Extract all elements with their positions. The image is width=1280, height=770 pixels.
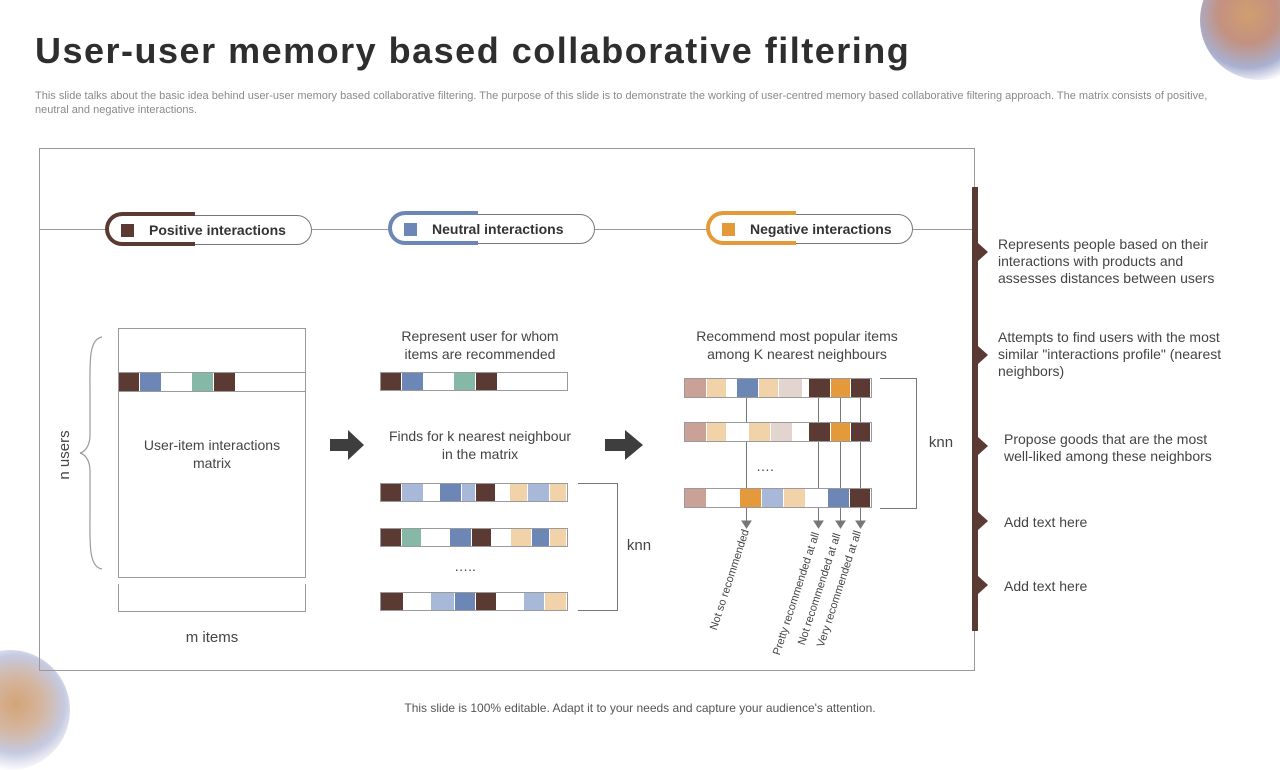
represent-user-text: Represent user for whom items are recomm… xyxy=(401,328,559,362)
finds-neighbour-text: Finds for k nearest neighbour in the mat… xyxy=(388,428,572,462)
side-timeline-bar xyxy=(972,187,978,631)
items-bracket xyxy=(118,584,306,612)
pointer-icon xyxy=(978,512,988,530)
arrow-right-icon xyxy=(605,430,643,460)
legend-positive: Positive interactions xyxy=(105,212,312,246)
knn-bracket xyxy=(578,483,618,611)
neighbour-row xyxy=(380,592,568,611)
knn-label: knn xyxy=(626,537,652,554)
pointer-icon xyxy=(978,437,988,455)
negative-swatch xyxy=(722,222,735,236)
knn-bracket xyxy=(880,378,917,509)
side-point-5: Add text here xyxy=(1004,578,1088,594)
side-point-1: Represents people based on their interac… xyxy=(998,236,1215,286)
users-brace xyxy=(79,336,103,570)
m-items-label: m items xyxy=(185,629,239,646)
side-point-3: Propose goods that are the most well-lik… xyxy=(1004,431,1212,464)
recommend-row xyxy=(684,488,872,508)
side-point-2: Attempts to find users with the most sim… xyxy=(998,329,1222,379)
recommend-ellipsis: …. xyxy=(756,458,774,474)
decorative-blob-top-right xyxy=(1200,0,1280,80)
n-users-label: n users xyxy=(56,430,73,480)
legend-neutral: Neutral interactions xyxy=(388,211,595,245)
positive-swatch xyxy=(121,223,134,237)
slide-subtitle: This slide talks about the basic idea be… xyxy=(35,90,1208,116)
target-user-row xyxy=(380,372,568,391)
pointer-icon xyxy=(978,346,988,364)
pointer-icon xyxy=(978,576,988,594)
neutral-swatch xyxy=(404,222,417,236)
slide-title: User-user memory based collaborative fil… xyxy=(35,30,911,71)
recommend-row xyxy=(684,422,872,442)
recommend-row xyxy=(684,378,872,398)
interaction-matrix xyxy=(118,328,306,578)
recommend-popular-text: Recommend most popular items among K nea… xyxy=(696,328,898,362)
arrow-right-icon xyxy=(330,430,364,460)
neighbour-row xyxy=(380,483,568,502)
matrix-user-row xyxy=(118,372,306,392)
legend-negative: Negative interactions xyxy=(706,211,913,245)
slide-footer: This slide is 100% editable. Adapt it to… xyxy=(404,701,876,715)
neighbours-ellipsis: ….. xyxy=(454,558,476,574)
knn-label: knn xyxy=(928,434,954,451)
down-arrows xyxy=(741,508,866,529)
pointer-icon xyxy=(978,243,988,261)
neighbour-row xyxy=(380,528,568,547)
matrix-label: User-item interactions matrix xyxy=(143,437,281,471)
side-point-4: Add text here xyxy=(1004,514,1088,530)
